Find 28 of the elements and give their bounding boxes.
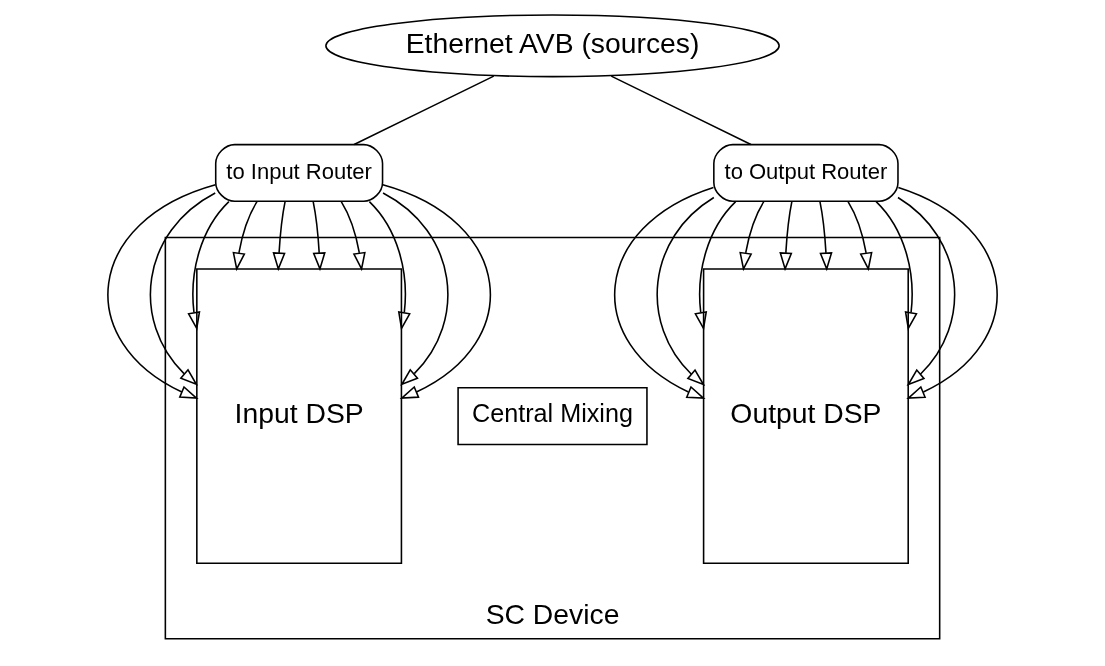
arrow xyxy=(875,200,918,331)
arrow xyxy=(847,200,873,272)
arrow xyxy=(312,200,326,272)
arrow xyxy=(368,200,411,331)
node-box: to Output Router xyxy=(713,143,899,203)
arrow xyxy=(897,196,956,387)
arrow xyxy=(694,200,737,331)
arrow xyxy=(739,200,765,272)
node-box: Output DSP xyxy=(702,268,909,565)
arrow xyxy=(272,200,286,272)
arrow xyxy=(382,184,491,399)
node-box: Input DSP xyxy=(196,268,403,565)
arrow xyxy=(656,196,715,387)
arrow xyxy=(382,192,449,386)
connector xyxy=(353,75,495,146)
arrow xyxy=(187,200,230,331)
arrow xyxy=(614,186,715,400)
connector xyxy=(610,75,752,146)
node-box: Central Mixing xyxy=(457,387,648,446)
arrow xyxy=(779,200,793,272)
arrow xyxy=(340,200,366,272)
arrow xyxy=(107,184,217,399)
arrow xyxy=(819,200,833,272)
arrow xyxy=(232,200,258,272)
node-box: to Input Router xyxy=(214,143,384,203)
arrow xyxy=(149,192,216,386)
node-ellipse: Ethernet AVB (sources) xyxy=(325,14,780,78)
arrow xyxy=(897,186,998,400)
